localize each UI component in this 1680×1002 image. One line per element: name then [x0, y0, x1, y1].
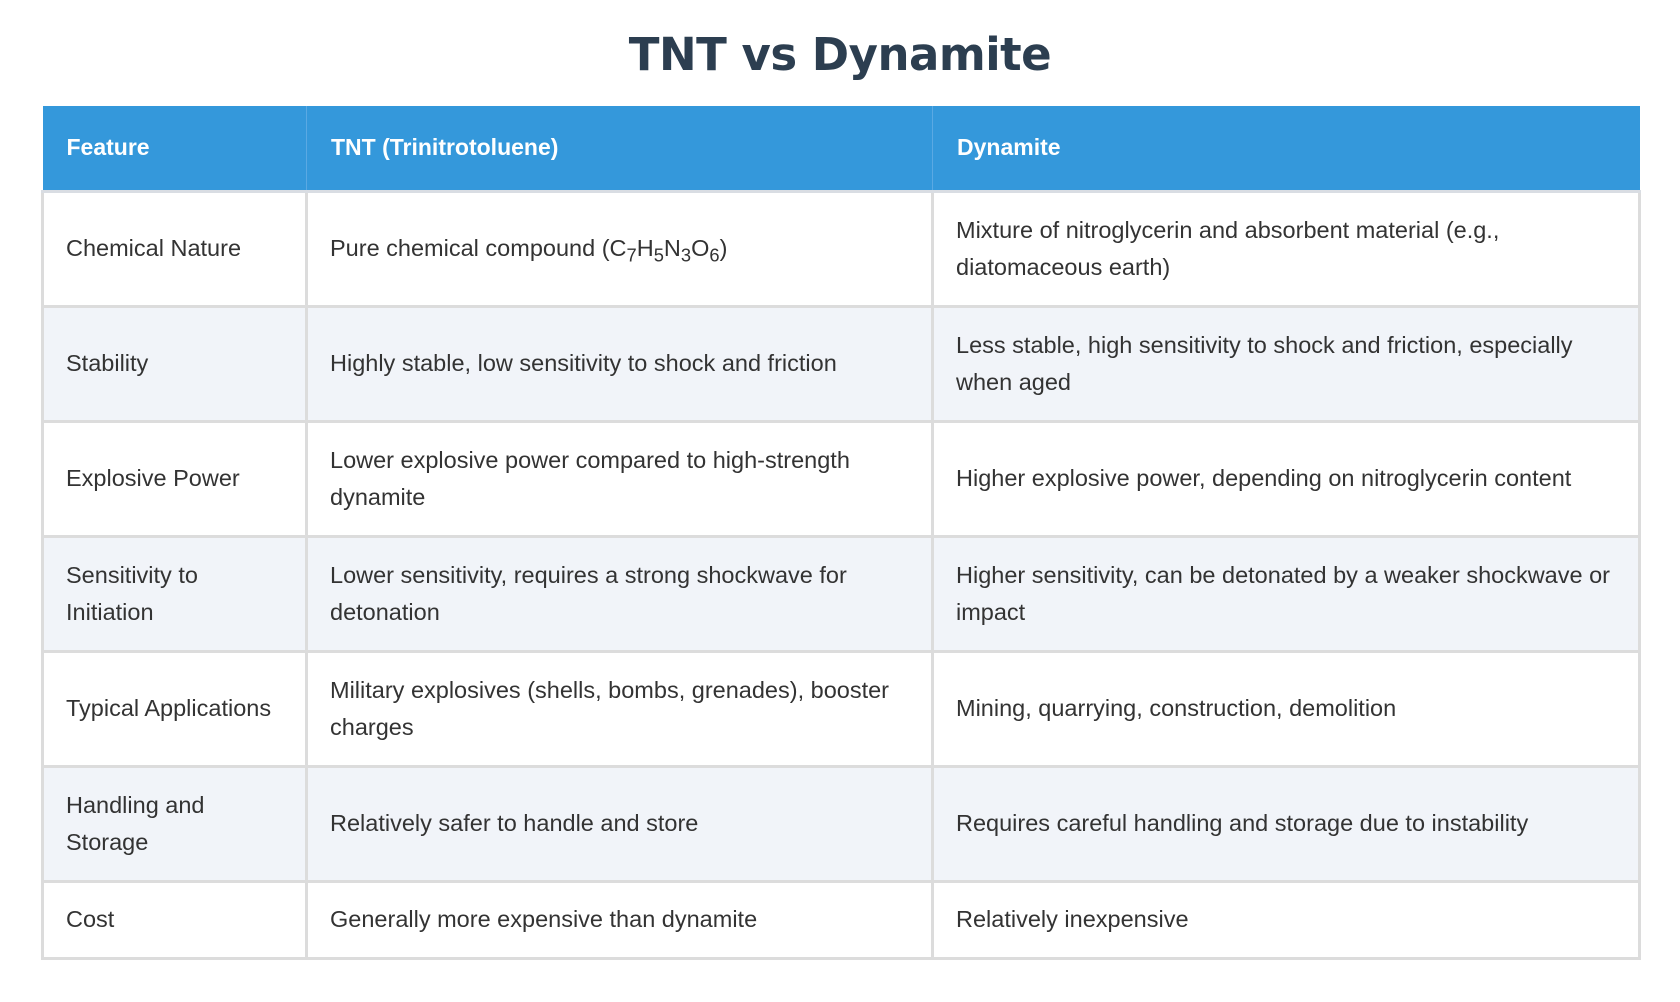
feature-cell: Typical Applications [41, 651, 308, 768]
tnt-cell: Lower explosive power compared to high-s… [305, 421, 934, 538]
dynamite-cell: Relatively inexpensive [931, 881, 1641, 960]
feature-cell: Explosive Power [41, 421, 308, 538]
formula-h-count: 5 [653, 244, 664, 266]
tnt-cell: Lower sensitivity, requires a strong sho… [305, 536, 934, 653]
dynamite-cell: Higher sensitivity, can be detonated by … [931, 536, 1641, 653]
column-header-dynamite: Dynamite [932, 106, 1640, 193]
table-row-stability: Stability Highly stable, low sensitivity… [41, 306, 1641, 423]
column-header-feature: Feature [42, 106, 307, 193]
page-title: TNT vs Dynamite [628, 28, 1052, 81]
formula-h: H [636, 235, 654, 261]
tnt-cell: Highly stable, low sensitivity to shock … [305, 306, 934, 423]
table-row-handling: Handling and Storage Relatively safer to… [41, 766, 1641, 883]
feature-cell: Stability [41, 306, 308, 423]
feature-cell: Chemical Nature [41, 191, 308, 308]
table-header-row: Feature TNT (Trinitrotoluene) Dynamite [42, 106, 1640, 193]
tnt-cell: Military explosives (shells, bombs, gren… [305, 651, 934, 768]
table-row-sensitivity: Sensitivity to Initiation Lower sensitiv… [41, 536, 1641, 653]
formula-c-count: 7 [626, 244, 637, 266]
dynamite-cell: Mixture of nitroglycerin and absorbent m… [931, 191, 1641, 308]
dynamite-cell: Less stable, high sensitivity to shock a… [931, 306, 1641, 423]
feature-cell: Cost [41, 881, 308, 960]
feature-cell: Handling and Storage [41, 766, 308, 883]
table-row-explosive-power: Explosive Power Lower explosive power co… [41, 421, 1641, 538]
dynamite-cell: Higher explosive power, depending on nit… [931, 421, 1641, 538]
tnt-cell: Relatively safer to handle and store [305, 766, 934, 883]
table-row-applications: Typical Applications Military explosives… [41, 651, 1641, 768]
formula-o: O [691, 235, 710, 261]
tnt-cell: Pure chemical compound (C7H5N3O6) [305, 191, 934, 308]
comparison-table: Feature TNT (Trinitrotoluene) Dynamite C… [41, 106, 1641, 960]
formula-n: N [663, 235, 681, 261]
feature-cell: Sensitivity to Initiation [41, 536, 308, 653]
tnt-cell: Generally more expensive than dynamite [305, 881, 934, 960]
table-row-cost: Cost Generally more expensive than dynam… [41, 881, 1641, 960]
column-header-tnt: TNT (Trinitrotoluene) [306, 106, 933, 193]
formula-c: C [609, 235, 627, 261]
dynamite-cell: Mining, quarrying, construction, demolit… [931, 651, 1641, 768]
table-row-chemical-nature: Chemical Nature Pure chemical compound (… [41, 191, 1641, 308]
tnt-text: Pure chemical compound ( [330, 235, 610, 261]
dynamite-cell: Requires careful handling and storage du… [931, 766, 1641, 883]
formula-o-count: 6 [709, 244, 720, 266]
tnt-text-suffix: ) [719, 235, 728, 261]
formula-n-count: 3 [680, 244, 692, 266]
